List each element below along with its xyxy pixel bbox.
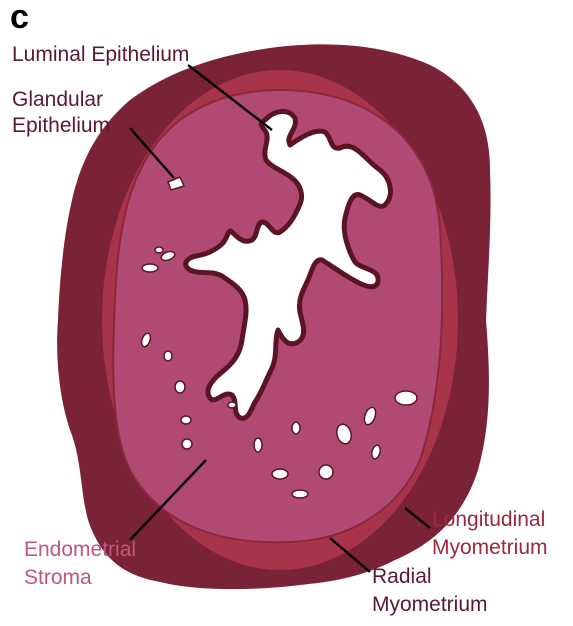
gland (155, 247, 163, 253)
gland (395, 391, 417, 405)
radial-myometrium-label-line2: Myometrium (372, 592, 488, 617)
gland (292, 490, 308, 498)
gland (292, 422, 300, 434)
glandular-epithelium-label-line1: Glandular (12, 87, 103, 112)
gland (164, 351, 172, 361)
panel-label: c (10, 0, 29, 37)
gland (319, 465, 333, 479)
gland (254, 438, 262, 452)
endometrial-stroma-label-line1: Endometrial (24, 537, 136, 562)
radial-myometrium-label-line1: Radial (372, 564, 432, 589)
longitudinal-myometrium-label-line2: Myometrium (432, 535, 548, 560)
gland (182, 439, 192, 449)
gland (228, 402, 236, 408)
longitudinal-myometrium-label-line1: Longitudinal (432, 507, 545, 532)
glandular-epithelium-label-line2: Epithelium (12, 113, 110, 138)
gland (175, 381, 185, 393)
gland (181, 416, 191, 424)
endometrial-stroma-label-line2: Stroma (24, 565, 92, 590)
gland (272, 469, 288, 479)
gland (142, 264, 158, 272)
luminal-epithelium-label: Luminal Epithelium (12, 42, 189, 67)
